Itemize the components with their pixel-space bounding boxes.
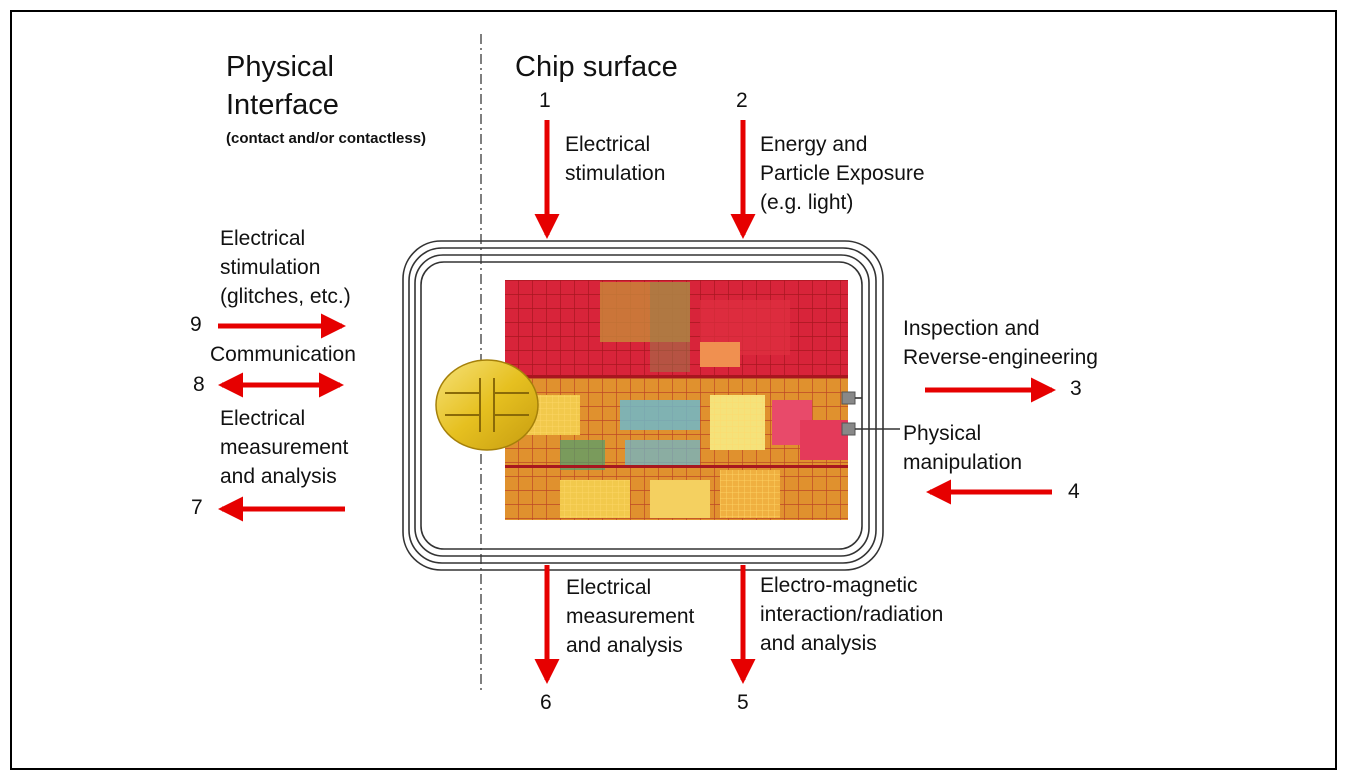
attack-7-label-line3: and analysis (220, 465, 337, 488)
antenna-coil (402, 240, 884, 571)
physical-interface-subtitle: (contact and/or contactless) (226, 130, 427, 147)
attack-4-label: Physical manipulation (903, 419, 1022, 477)
attack-3-label-line1: Inspection and (903, 317, 1040, 340)
attack-5-label-line3: and analysis (760, 632, 877, 655)
chip-surface-title: Chip surface (515, 51, 678, 83)
chip-die (505, 280, 848, 520)
attack-5-label-line2: interaction/radiation (760, 603, 944, 626)
attack-1-label: Electrical stimulation (565, 130, 665, 188)
attack-3-number: 3 (1070, 377, 1082, 400)
attack-6-label-line2: measurement (566, 605, 695, 628)
attack-8-label: Communication (210, 343, 356, 366)
attack-5-label-line1: Electro-magnetic (760, 574, 918, 597)
attack-1-number: 1 (539, 89, 551, 112)
coil-connector-pads (841, 391, 900, 436)
physical-interface-title-line1: Physical (226, 51, 334, 83)
attack-7-number: 7 (191, 496, 203, 519)
attack-4-label-line2: manipulation (903, 451, 1023, 474)
physical-interface-title-line2: Interface (226, 89, 339, 121)
attack-6-label-line3: and analysis (566, 634, 683, 657)
attack-9-label: Electrical stimulation (glitches, etc.) (220, 224, 351, 311)
attack-7-label-line1: Electrical (220, 407, 306, 430)
attack-9-number: 9 (190, 313, 202, 336)
attack-1-label-line1: Electrical (565, 133, 651, 156)
attack-6-number: 6 (540, 691, 552, 714)
attack-5-label: Electro-magnetic interaction/radiation a… (760, 571, 943, 658)
attack-2-label-line2: Particle Exposure (760, 162, 925, 185)
attack-7-label-line2: measurement (220, 436, 349, 459)
attack-9-label-line2: stimulation (220, 256, 321, 279)
attack-3-label: Inspection and Reverse-engineering (903, 314, 1098, 372)
attack-2-number: 2 (736, 89, 748, 112)
attack-2-label-line3: (e.g. light) (760, 191, 854, 214)
attack-7-label: Electrical measurement and analysis (220, 404, 348, 491)
attack-4-number: 4 (1068, 480, 1080, 503)
attack-5-number: 5 (737, 691, 749, 714)
attack-8-number: 8 (193, 373, 205, 396)
attack-6-label-line1: Electrical (566, 576, 652, 599)
attack-3-label-line2: Reverse-engineering (903, 346, 1098, 369)
attack-9-label-line3: (glitches, etc.) (220, 285, 351, 308)
smartcard-contact-pad (435, 359, 539, 451)
attack-2-label: Energy and Particle Exposure (e.g. light… (760, 130, 925, 217)
attack-2-label-line1: Energy and (760, 133, 868, 156)
attack-4-label-line1: Physical (903, 422, 982, 445)
attack-6-label: Electrical measurement and analysis (566, 573, 694, 660)
attack-9-label-line1: Electrical (220, 227, 306, 250)
attack-1-label-line2: stimulation (565, 162, 666, 185)
